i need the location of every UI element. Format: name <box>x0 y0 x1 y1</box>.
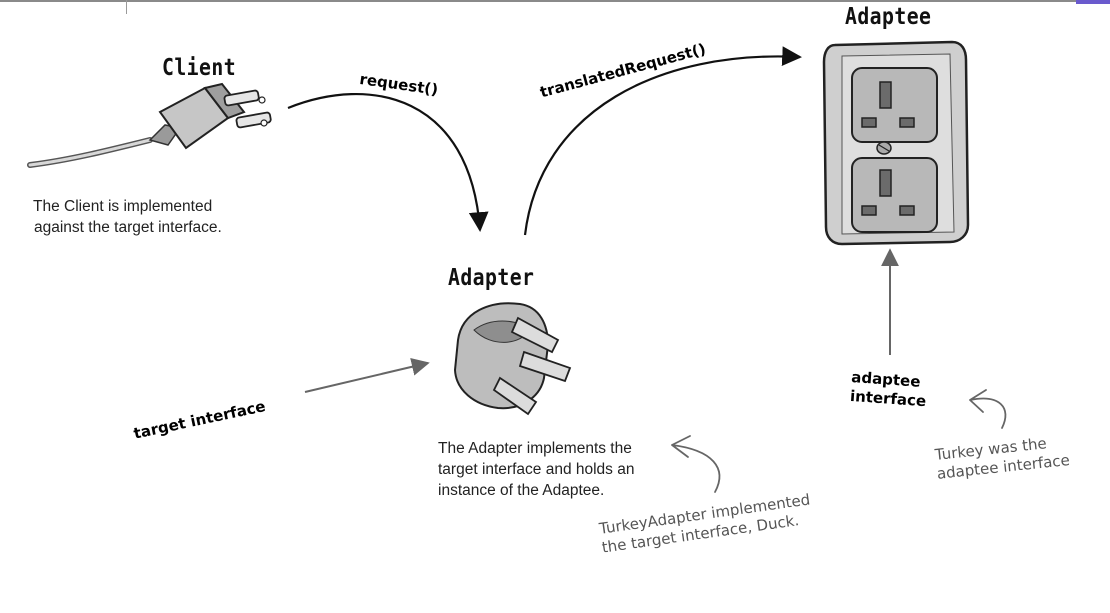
adapter-plug-icon <box>453 302 572 416</box>
translated-request-arrow <box>523 46 802 236</box>
target-interface-pointer <box>304 357 430 393</box>
adaptee-title: Adaptee <box>845 4 932 30</box>
client-title: Client <box>162 55 237 81</box>
description-line: The Adapter implements the <box>438 440 632 457</box>
request-arrow <box>287 92 489 232</box>
wall-socket-icon <box>822 40 970 246</box>
turkey-adapter-note-arrow <box>671 435 721 493</box>
client-description: The Client is implemented against the ta… <box>33 196 222 238</box>
top-border-tick <box>126 0 127 14</box>
plug-icon <box>27 82 272 168</box>
corner-mark <box>1076 0 1110 4</box>
description-line: instance of the Adaptee. <box>438 482 605 499</box>
turkey-note-arrow <box>969 389 1007 429</box>
description-line: The Client is implemented <box>33 198 213 215</box>
top-border <box>0 0 1110 2</box>
adaptee-interface-label: adaptee interface <box>849 368 928 411</box>
description-line: target interface and holds an <box>438 461 635 478</box>
adapter-description: The Adapter implements the target interf… <box>438 438 634 501</box>
adapter-title: Adapter <box>448 265 535 291</box>
description-line: against the target interface. <box>34 219 222 236</box>
